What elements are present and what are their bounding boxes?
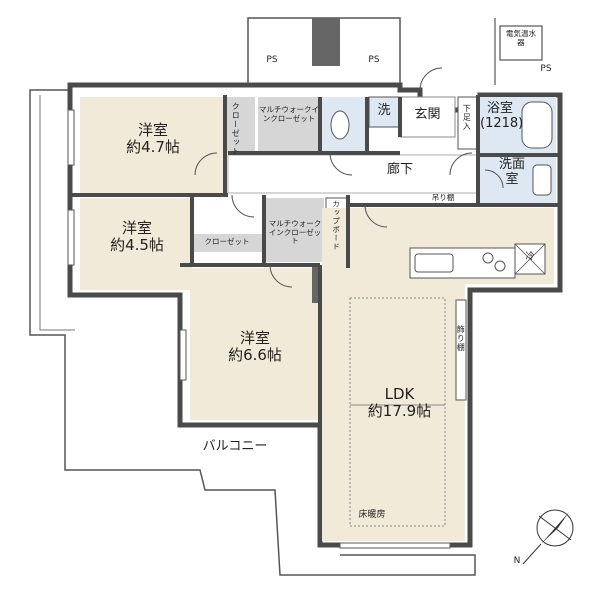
wash-basin-icon [532,164,552,196]
balcony-outline-inner [39,95,75,331]
closet-vertical-label: クローゼット [231,102,241,156]
bath-name: 浴室 [486,101,513,116]
shoe-rack-label: 下足入 [462,104,472,131]
bedroom-2-label: 洋室 約4.5帖 [92,219,182,255]
door-swing [484,169,504,189]
wash-machine-label: 洗 [377,103,391,118]
washroom-label: 洗面室 [497,157,527,188]
wic-2-label: マルチウォークインクローゼット [268,219,322,246]
bedroom-3-name: 洋室 [239,329,270,347]
bath-size: (1218) [480,115,524,131]
bedroom-3-label: 洋室 約6.6帖 [210,329,300,365]
bedroom-2-area: 約4.5帖 [110,236,164,255]
ps-column [312,18,340,66]
stove-burner-icon [482,252,494,264]
refrigerator-label: 冷 [525,252,535,262]
bedroom-2-name: 洋室 [121,219,152,237]
ldk-name: LDK [384,385,415,403]
closet-vertical [225,97,255,153]
closet-horizontal-label: クローゼット [204,237,250,246]
window [67,109,75,166]
door-swing [194,152,218,176]
stove-burner-icon [494,260,506,272]
window [339,542,451,549]
ldk-floor-main [322,284,465,541]
compass-pointer [522,543,542,565]
bedroom-1-area: 約4.7帖 [126,138,180,157]
ldk-label: LDK 約17.9帖 [352,385,447,421]
ps-label-2: PS [368,55,380,65]
door-swing [269,264,293,288]
floor-heating-label: 床暖房 [358,510,386,520]
refrigerator-diagonal [514,243,546,275]
genkan-label: 玄関 [414,107,441,122]
door-swing [449,152,473,176]
door-swings [194,67,504,288]
ps-label-1: PS [266,55,278,65]
cupboard-label: カップボード [331,200,341,251]
bathtub-icon [521,101,553,149]
floor-heating-area [349,297,446,527]
balcony-outline [29,89,476,576]
water-heater-box [499,25,543,61]
display-shelf-label: 飾り棚 [456,325,466,352]
interior-walls [70,95,558,425]
wic-1 [258,97,320,153]
display-shelf [455,299,467,401]
bedroom-1-name: 洋室 [137,121,168,139]
toilet-icon [330,110,350,140]
window [67,209,75,266]
water-heater-label: 電気温水器 [506,29,536,47]
door-swing [364,204,388,228]
wic-1-label: マルチウォークインクローゼット [259,105,319,123]
balcony-label: バルコニー [202,439,268,454]
bedroom-3-floor [190,268,318,420]
corridor-floor [227,154,479,194]
door-swing [329,152,353,176]
compass-rose [522,509,574,565]
washroom-name: 洗面室 [498,157,525,187]
washing-machine-space [368,96,400,128]
compass-ring [536,509,574,547]
ps-label-3: PS [540,64,552,74]
compass-needle [538,515,572,541]
door-swing [231,194,255,218]
bedroom-2-floor [80,198,192,290]
hanging-shelf-label: 吊り棚 [431,193,455,202]
wic-2 [266,198,324,262]
corridor-label: 廊下 [386,162,413,177]
window [179,329,187,381]
bath-label: 浴室 (1218) [480,101,524,132]
door-swing [419,67,443,91]
kitchen-sink-icon [414,253,454,273]
bedroom-3-area: 約6.6帖 [228,346,282,365]
bedroom-1-floor [80,97,225,193]
bedroom-1-label: 洋室 約4.7帖 [108,121,198,157]
ldk-area: 約17.9帖 [367,402,432,421]
north-label: N [513,556,521,566]
windows [67,109,451,549]
closet-horizontal [192,234,262,252]
